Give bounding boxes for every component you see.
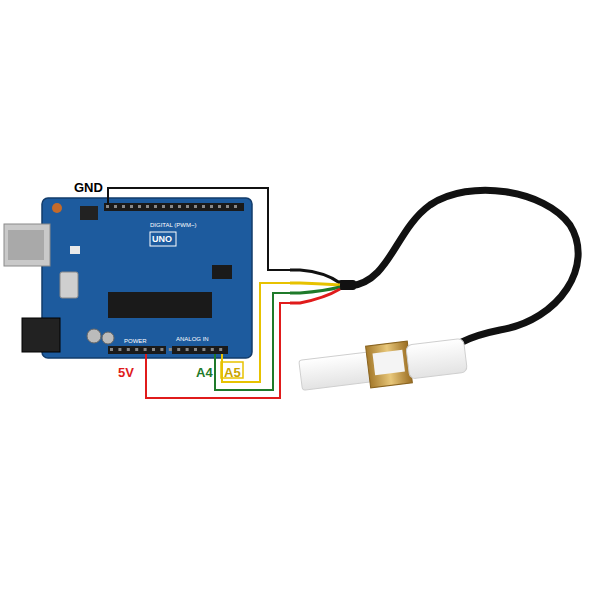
sensor-cable bbox=[350, 190, 578, 342]
pin bbox=[106, 205, 109, 208]
cable-end bbox=[338, 280, 356, 290]
gnd-wire bbox=[108, 188, 290, 270]
pin-label: 5V bbox=[118, 366, 134, 379]
pin-label: A4 bbox=[196, 366, 213, 379]
board-marking: ANALOG IN bbox=[176, 336, 209, 342]
pin bbox=[219, 348, 222, 351]
pin bbox=[152, 348, 155, 351]
pin bbox=[178, 205, 181, 208]
pin bbox=[154, 205, 157, 208]
board-logo: UNO bbox=[152, 235, 172, 244]
scl-wire bbox=[222, 283, 290, 382]
pin bbox=[146, 205, 149, 208]
pin bbox=[226, 205, 229, 208]
pin bbox=[118, 348, 121, 351]
board-marking: POWER bbox=[124, 338, 147, 344]
a5-frame bbox=[221, 362, 243, 378]
pin bbox=[130, 205, 133, 208]
pin bbox=[186, 348, 189, 351]
sensor-probe bbox=[298, 334, 468, 396]
pin bbox=[138, 205, 141, 208]
pin bbox=[210, 205, 213, 208]
arduino-board bbox=[4, 198, 252, 358]
pin bbox=[218, 205, 221, 208]
pin bbox=[127, 348, 130, 351]
pin bbox=[110, 348, 113, 351]
pin bbox=[135, 348, 138, 351]
wires bbox=[108, 188, 340, 398]
pin bbox=[177, 348, 180, 351]
header-pins bbox=[106, 205, 237, 351]
pin bbox=[114, 205, 117, 208]
pin-label: GND bbox=[74, 181, 103, 194]
pin bbox=[169, 348, 172, 351]
pin bbox=[160, 348, 163, 351]
sda-wire bbox=[215, 293, 290, 390]
vcc-wire bbox=[146, 303, 290, 398]
pin bbox=[202, 205, 205, 208]
pin-label: A5 bbox=[224, 366, 241, 379]
pin bbox=[194, 205, 197, 208]
pin bbox=[122, 205, 125, 208]
pin bbox=[202, 348, 205, 351]
pin bbox=[186, 205, 189, 208]
board-marking: DIGITAL (PWM~) bbox=[150, 222, 197, 228]
pin bbox=[144, 348, 147, 351]
pin bbox=[170, 205, 173, 208]
pin bbox=[194, 348, 197, 351]
pin bbox=[162, 205, 165, 208]
pin bbox=[234, 205, 237, 208]
pin bbox=[211, 348, 214, 351]
